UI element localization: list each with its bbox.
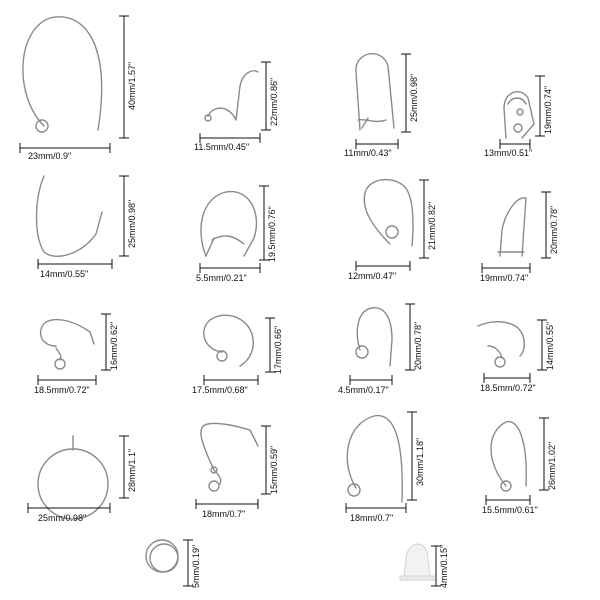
width-label: 18.5mm/0.72" bbox=[480, 383, 536, 393]
height-label: 16mm/0.62" bbox=[109, 321, 119, 370]
marquise-ear-wire-medium-shape bbox=[346, 414, 403, 503]
height-label: 26mm/1.02" bbox=[547, 441, 557, 490]
leverback-earring-shape bbox=[503, 90, 535, 139]
round-ear-wire-shape bbox=[203, 314, 254, 367]
fish-hook-coil-shape bbox=[39, 318, 95, 370]
width-label: 17.5mm/0.68" bbox=[192, 385, 248, 395]
width-label: 11mm/0.43" bbox=[344, 148, 392, 158]
width-label: 11.5mm/0.45" bbox=[194, 142, 250, 152]
width-label: 15.5mm/0.61" bbox=[482, 505, 538, 515]
width-label: 18mm/0.7" bbox=[350, 513, 394, 523]
height-label: 15mm/0.59" bbox=[269, 445, 279, 494]
height-label: 20mm/0.78" bbox=[549, 205, 559, 254]
width-label: 19mm/0.74" bbox=[480, 273, 529, 283]
width-label: 12mm/0.47" bbox=[348, 271, 397, 281]
height-label: 19.5mm/0.76" bbox=[267, 206, 277, 262]
height-label: 22mm/0.86" bbox=[269, 77, 279, 126]
height-label: 17mm/0.66" bbox=[273, 325, 283, 374]
rubber-ear-nut-shape bbox=[399, 543, 435, 581]
width-label: 23mm/0.9" bbox=[28, 151, 72, 161]
hoop-ring-shape bbox=[37, 435, 109, 520]
width-label: 14mm/0.55" bbox=[40, 269, 89, 279]
height-label: 25mm/0.98" bbox=[409, 73, 419, 122]
height-label: 40mm/1.57" bbox=[127, 61, 137, 110]
fish-hook-spring-shape bbox=[477, 321, 525, 368]
height-label: 25mm/0.98" bbox=[127, 199, 137, 248]
jump-ring-shape bbox=[145, 539, 179, 573]
round-kidney-wire-shape bbox=[200, 191, 258, 257]
height-label: 20mm/0.78" bbox=[413, 321, 423, 370]
hook-with-loop-shape bbox=[355, 307, 393, 367]
width-label: 25mm/0.98" bbox=[38, 513, 87, 523]
long-j-hook-shape bbox=[497, 197, 527, 257]
height-label: 30mm/1.18" bbox=[415, 437, 425, 486]
marquise-ear-wire-large-shape bbox=[22, 16, 103, 133]
height-label: 4mm/0.15" bbox=[439, 544, 449, 588]
height-label: 19mm/0.74" bbox=[543, 85, 553, 134]
height-label: 5mm/0.19" bbox=[191, 544, 201, 588]
height-label: 21mm/0.82" bbox=[427, 201, 437, 250]
width-label: 5.5mm/0.21" bbox=[196, 273, 247, 283]
width-label: 4.5mm/0.17" bbox=[338, 385, 389, 395]
marquise-ear-wire-small-shape bbox=[490, 420, 527, 492]
french-hook-loop-shape bbox=[363, 179, 414, 247]
fish-hook-ball-shape bbox=[200, 422, 259, 492]
width-label: 18.5mm/0.72" bbox=[34, 385, 90, 395]
kidney-ear-wire-shape bbox=[355, 52, 395, 131]
width-label: 18mm/0.7" bbox=[202, 509, 246, 519]
curved-ear-wire-shape bbox=[35, 175, 103, 257]
width-label: 13mm/0.51" bbox=[484, 148, 533, 158]
height-label: 28mm/1.1" bbox=[127, 448, 137, 492]
height-label: 14mm/0.55" bbox=[545, 321, 555, 370]
lever-hook-small-shape bbox=[204, 70, 259, 122]
